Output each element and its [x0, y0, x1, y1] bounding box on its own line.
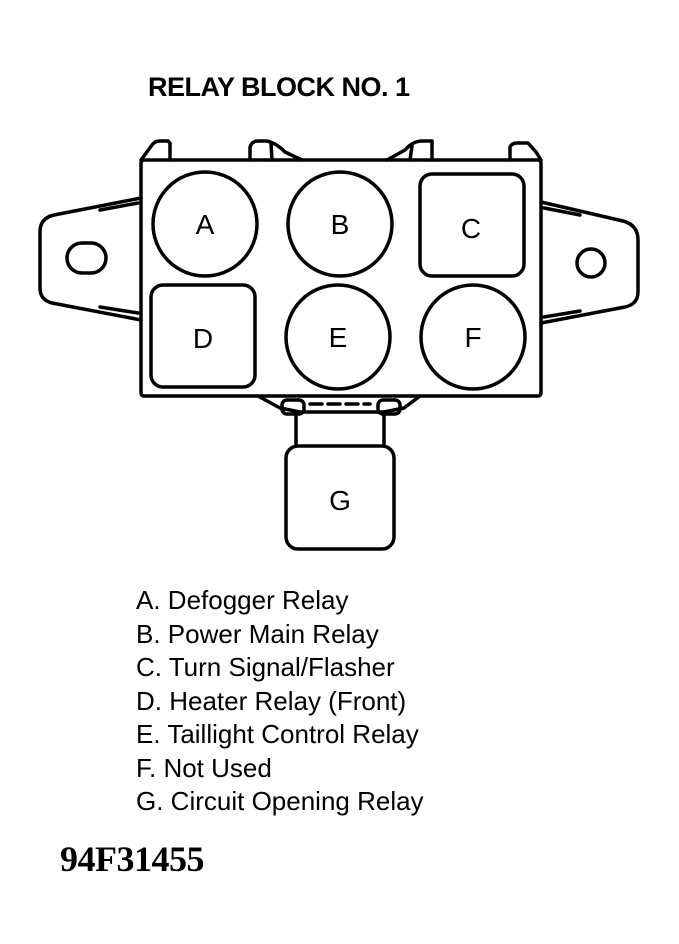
- relay-F: F: [419, 283, 527, 391]
- relay-label-B: B: [331, 209, 350, 240]
- legend-item-A: A. Defogger Relay: [136, 585, 349, 615]
- relay-G: G: [284, 444, 396, 551]
- relay-E: E: [284, 283, 392, 391]
- relay-label-C: C: [461, 213, 481, 244]
- right-mount-hole: [575, 247, 607, 279]
- legend-item-B: B. Power Main Relay: [136, 618, 379, 649]
- relay-label-F: F: [464, 322, 481, 353]
- legend-item-D: D. Heater Relay (Front): [136, 685, 407, 716]
- legend-item-C: C. Turn Signal/Flasher: [136, 652, 395, 682]
- relay-label-G: G: [329, 485, 351, 516]
- relay-D: D: [149, 283, 257, 389]
- relay-C: C: [418, 172, 526, 278]
- legend-item-E: E. Taillight Control Relay: [136, 719, 419, 749]
- relay-B: B: [286, 170, 394, 278]
- figure-id: 94F31455: [60, 839, 205, 879]
- legend-item-G: G. Circuit Opening Relay: [136, 786, 424, 816]
- relay-block-body: [139, 158, 543, 398]
- left-mount-hole: [65, 241, 108, 275]
- relay-label-E: E: [329, 322, 348, 353]
- relay-label-A: A: [196, 209, 215, 240]
- bottom-connector: [256, 394, 422, 448]
- right-mounting-bracket: [539, 200, 640, 325]
- relay-legend: A. Defogger Relay B. Power Main Relay C.…: [136, 584, 424, 819]
- top-tabs: [139, 139, 543, 162]
- relay-label-D: D: [193, 323, 213, 354]
- legend-item-F: F. Not Used: [136, 752, 272, 783]
- diagram-title: RELAY BLOCK NO. 1: [148, 72, 410, 102]
- left-mounting-bracket: [38, 196, 143, 322]
- relay-A: A: [151, 170, 259, 278]
